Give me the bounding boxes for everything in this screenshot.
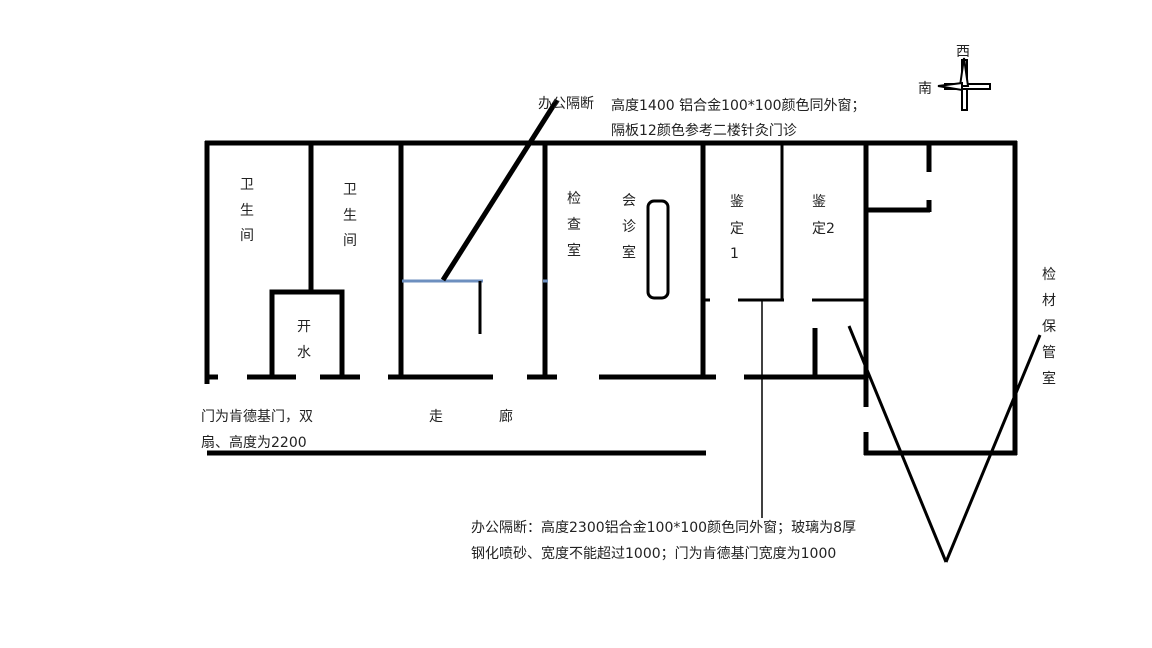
room-storage: 保 xyxy=(1042,319,1056,335)
conference-table xyxy=(646,199,670,300)
triangle-pointer xyxy=(847,325,1042,563)
compass-icon xyxy=(937,57,991,111)
room-toilet2: 生 xyxy=(343,208,357,224)
bottom-note: 办公隔断：高度2300铝合金100*100颜色同外窗；玻璃为8厚 xyxy=(471,519,856,536)
door-note: 扇、高度为2200 xyxy=(201,434,307,451)
walls xyxy=(204,140,1018,456)
partition-title: 办公隔断 xyxy=(538,96,594,112)
compass-north-label: 西 xyxy=(956,44,970,60)
partition-spec: 隔板12颜色参考二楼针灸门诊 xyxy=(611,122,797,139)
bottom-note: 钢化喷砂、宽度不能超过1000；门为肯德基门宽度为1000 xyxy=(471,545,836,562)
room-toilet1: 卫 xyxy=(240,177,254,193)
partition-spec: 高度1400 铝合金100*100颜色同外窗； xyxy=(611,97,866,114)
room-toilet2: 卫 xyxy=(343,182,357,198)
room-consult: 室 xyxy=(622,244,636,261)
room-storage: 材 xyxy=(1042,293,1056,309)
partition-pointer xyxy=(440,98,560,282)
corridor-label: 走 xyxy=(429,409,443,425)
room-appraisal2: 鉴 xyxy=(812,194,826,210)
room-exam: 室 xyxy=(567,242,581,259)
room-consult: 诊 xyxy=(622,219,636,235)
room-storage: 室 xyxy=(1042,370,1056,387)
room-boiling-water: 水 xyxy=(297,345,311,361)
room-appraisal1: 定 xyxy=(730,221,744,237)
door-note: 门为肯德基门，双 xyxy=(201,408,313,425)
corridor-label: 廊 xyxy=(499,408,513,425)
room-toilet2: 间 xyxy=(343,233,357,249)
room-appraisal1: 鉴 xyxy=(730,194,744,210)
room-appraisal2: 定2 xyxy=(812,221,835,237)
room-exam: 检 xyxy=(567,191,581,207)
office-partition xyxy=(402,199,670,334)
compass-west-label: 南 xyxy=(918,81,932,97)
room-storage: 管 xyxy=(1042,345,1056,361)
room-toilet1: 间 xyxy=(240,228,254,244)
room-toilet1: 生 xyxy=(240,203,254,219)
room-exam: 查 xyxy=(567,217,581,233)
room-consult: 会 xyxy=(622,193,636,209)
room-storage: 检 xyxy=(1042,267,1056,283)
room-boiling-water: 开 xyxy=(297,319,311,335)
room-appraisal1: 1 xyxy=(730,246,739,262)
